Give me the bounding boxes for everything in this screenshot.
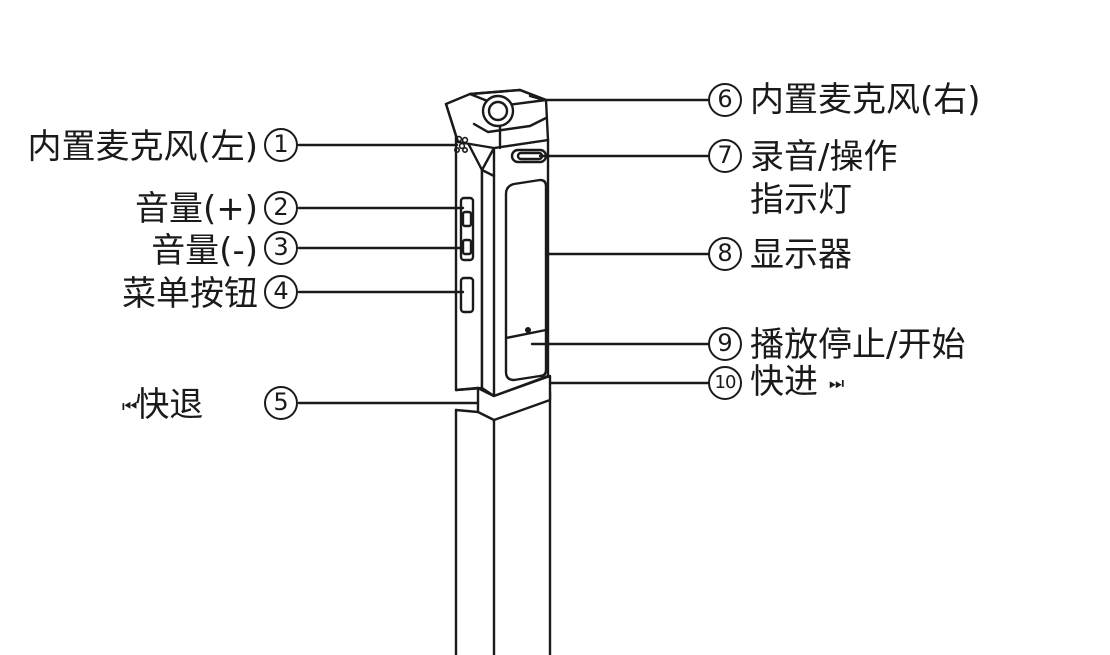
label-mic-left: 内置麦克风(左) bbox=[27, 127, 258, 167]
label-volume-down: 音量(-) bbox=[151, 231, 258, 271]
label-menu-button: 菜单按钮 bbox=[122, 274, 258, 314]
label-rewind-text: 快退 bbox=[135, 385, 204, 425]
callout-number-3: 3 bbox=[264, 231, 298, 265]
volume-rocker bbox=[459, 196, 475, 262]
callout-number-5: 5 bbox=[264, 386, 298, 420]
label-fast-forward-text: 快进 bbox=[750, 362, 818, 402]
display-screen bbox=[504, 178, 548, 382]
label-display: 显示器 bbox=[750, 235, 852, 275]
callout-number-8: 8 bbox=[708, 237, 742, 271]
callout-number-4: 4 bbox=[264, 275, 298, 309]
leader-lines bbox=[297, 94, 710, 405]
callout-number-7: 7 bbox=[708, 139, 742, 173]
menu-button-shape bbox=[459, 276, 475, 314]
label-record-indicator-line2: 指示灯 bbox=[750, 180, 852, 220]
bottom-ring bbox=[454, 374, 552, 422]
label-fast-forward: 快进 ⏭ bbox=[750, 362, 844, 404]
callout-number-2: 2 bbox=[264, 191, 298, 225]
callout-number-6: 6 bbox=[708, 83, 742, 117]
callout-number-1: 1 bbox=[264, 128, 298, 162]
rewind-icon: ⏮ bbox=[122, 397, 137, 417]
mic-left-grille bbox=[453, 135, 469, 154]
pen-shaft bbox=[454, 390, 552, 655]
label-rewind: ⏮快退 bbox=[122, 385, 203, 427]
label-record-indicator-line1: 录音/操作 bbox=[750, 137, 898, 177]
callout-number-10: 10 bbox=[708, 366, 742, 400]
label-volume-up: 音量(+) bbox=[134, 189, 258, 229]
label-mic-right: 内置麦克风(右) bbox=[750, 80, 981, 120]
fast-forward-icon: ⏭ bbox=[828, 374, 844, 394]
callout-number-9: 9 bbox=[708, 327, 742, 361]
label-play-stop: 播放停止/开始 bbox=[750, 325, 966, 365]
